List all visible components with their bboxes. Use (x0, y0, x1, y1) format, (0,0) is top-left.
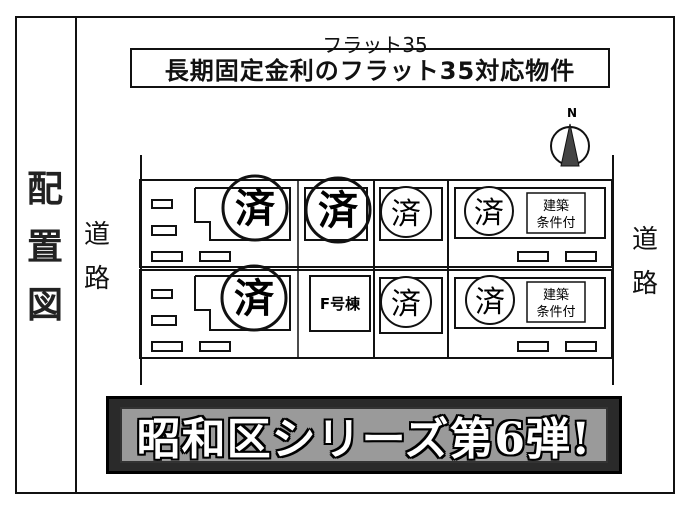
outer-frame (15, 16, 675, 494)
road-right-char-2: 路 (632, 269, 659, 299)
road-right-char-1: 道 (632, 225, 659, 255)
house-h (454, 277, 606, 329)
series-banner-inner: 昭和区シリーズ第6弾! (120, 407, 608, 465)
sold-marker-3: 済 (220, 264, 288, 332)
road-left-char-2: 路 (84, 264, 111, 294)
sold-mark-5: 済 (474, 196, 504, 231)
condition-box-2: 建築 条件付 (526, 281, 586, 323)
sold-marker-1: 済 (221, 174, 289, 242)
north-label: N (567, 106, 577, 120)
sold-marker-5: 済 (464, 186, 514, 236)
flat35-banner: 長期固定金利のフラット35対応物件 (130, 48, 610, 88)
sold-mark-2: 済 (318, 188, 359, 234)
f-building-label: F号棟 (320, 295, 361, 313)
road-left-char-1: 道 (84, 220, 111, 250)
title-char-1: 配 (26, 168, 63, 210)
sold-mark-6: 済 (391, 287, 421, 322)
title-column (15, 16, 77, 494)
condition-1-line1: 建築 (543, 199, 569, 214)
house-f (309, 275, 371, 332)
sold-mark-3: 済 (234, 276, 275, 322)
title-char-2: 置 (26, 226, 63, 268)
house-a (194, 187, 291, 241)
north-arrow: N (550, 106, 590, 167)
title-char-3: 図 (26, 284, 63, 326)
flat35-label: フラット35 (322, 33, 428, 57)
series-banner-text: 昭和区シリーズ第6弾! (136, 414, 592, 465)
condition-2-line2: 条件付 (536, 304, 575, 320)
condition-1-line2: 条件付 (536, 215, 575, 231)
house-b (194, 275, 291, 331)
lower-block (139, 269, 613, 359)
condition-2-line1: 建築 (543, 288, 569, 303)
sold-marker-6: 済 (380, 276, 432, 328)
road-right-label: 道 路 (632, 218, 658, 306)
house-g (454, 187, 606, 239)
condition-box-1: 建築 条件付 (526, 192, 586, 234)
sold-marker-4: 済 (380, 186, 432, 238)
vertical-title: 配 置 図 (20, 160, 70, 334)
sold-mark-7: 済 (475, 285, 505, 320)
sold-marker-2: 済 (304, 176, 372, 244)
parking-marks (151, 199, 597, 352)
upper-block (139, 179, 613, 268)
sold-mark-1: 済 (235, 186, 276, 232)
sold-marker-7: 済 (465, 275, 515, 325)
sold-mark-4: 済 (391, 197, 421, 232)
series-banner: 昭和区シリーズ第6弾! (106, 396, 622, 474)
road-left-label: 道 路 (84, 213, 110, 301)
